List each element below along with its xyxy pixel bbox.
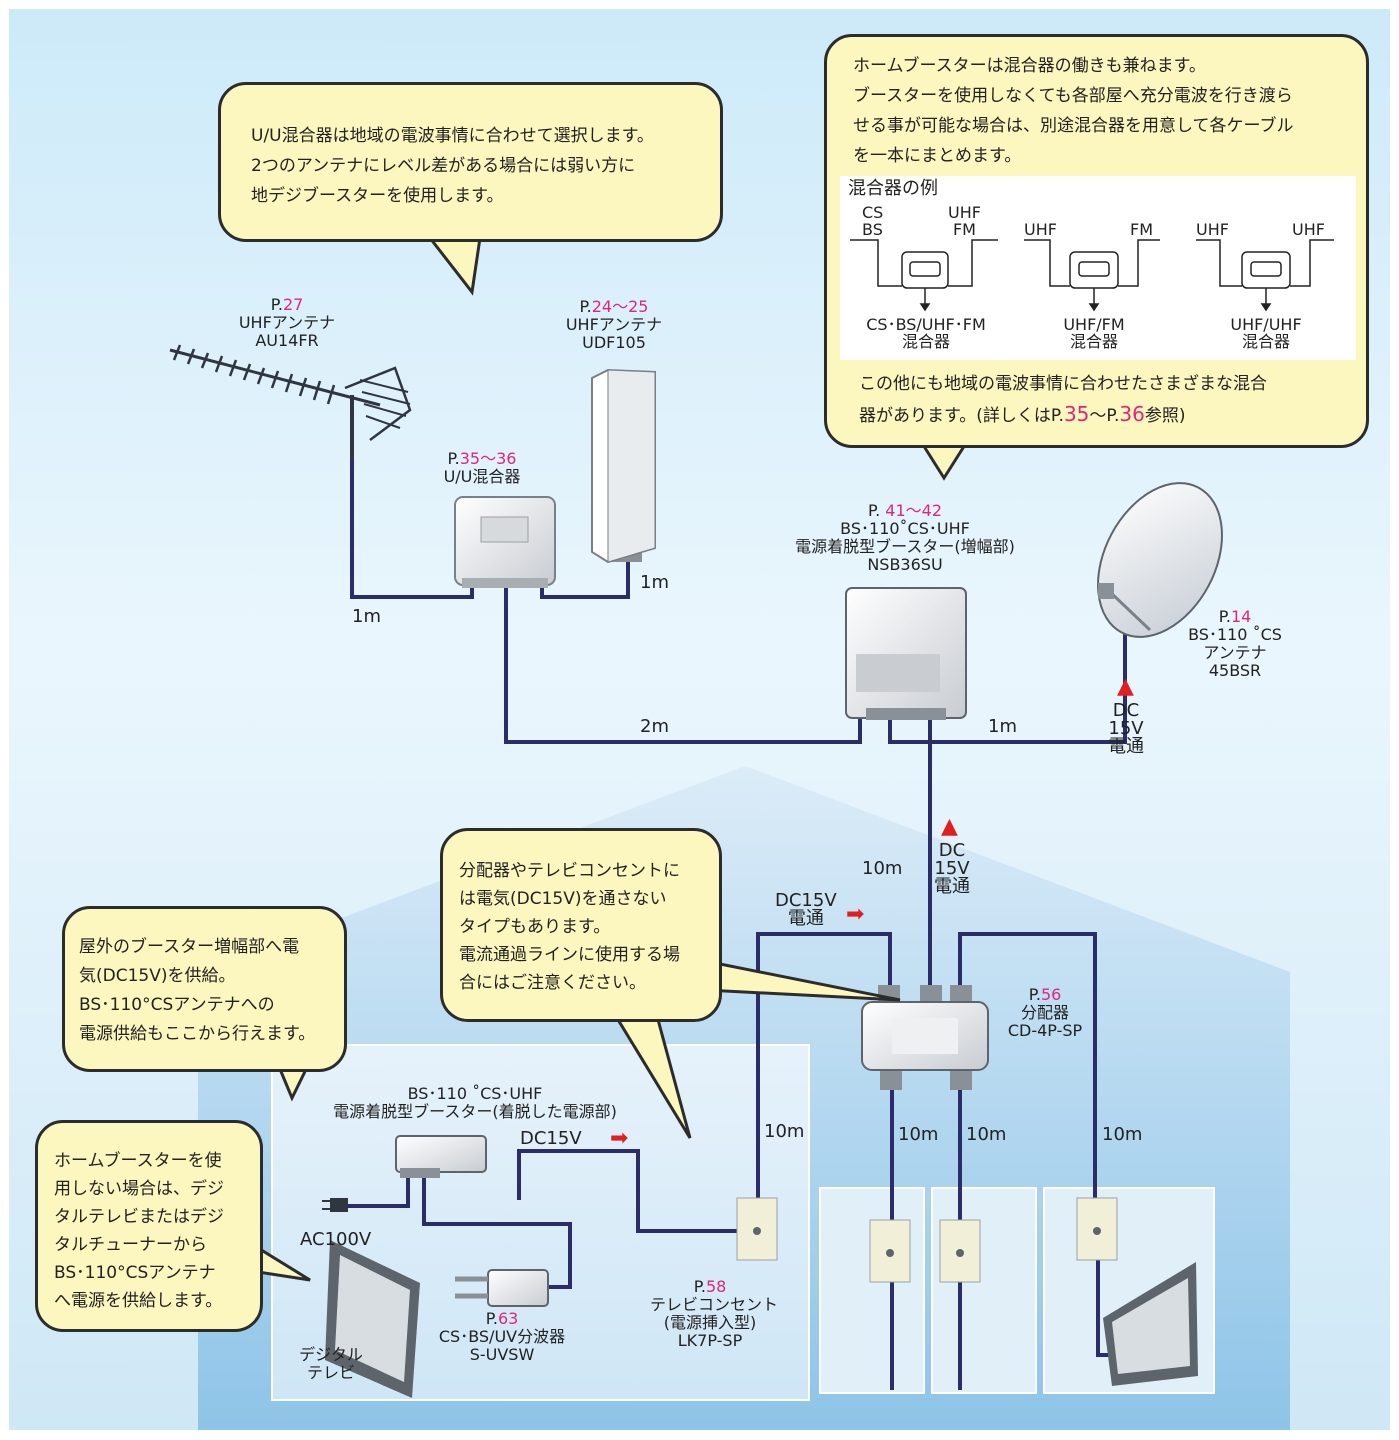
splitter-cd4psp-graphic [861,985,989,1090]
power-unit-graphic [322,1135,487,1212]
no-booster-callout: ホームブースターを使 用しない場合は、デジ タルテレビまたはデジ タルチューナー… [35,1120,263,1332]
cable-mixer-booster [504,585,862,744]
cable-length-2: 1m [640,572,669,593]
arrow-right-icon: ➡ [846,902,865,927]
label-digital-tv: デジタルテレビ [299,1345,363,1382]
cable-ac [338,1177,410,1208]
arrow-up-icon: ▲ [1117,674,1134,699]
uv-splitter-graphic [455,1269,549,1307]
cable-power-outlet [517,1149,740,1233]
cable-length-6: 10m [764,1121,805,1142]
arrow-up-icon: ▲ [941,814,958,839]
arrow-right-icon: ➡ [610,1126,629,1151]
cable-length-3: 2m [640,716,669,737]
cable-length-7: 10m [898,1124,939,1145]
mixer-examples-graphics [850,239,1334,312]
room-1 [819,1187,925,1394]
cable-splitter-outlet [756,932,892,1198]
uhf-antenna-udf105-graphic [591,368,656,564]
digital-tv-graphic [325,1240,420,1398]
mixer-examples-title: 混合器の例 [848,178,938,199]
cable-length-9: 10m [1102,1124,1143,1145]
label-uu-mixer: P.35〜36 U/U混合器 [443,449,521,486]
booster-nsb36su-graphic [845,587,967,720]
label-outlet: P.58 テレビコンセント(電源挿入型)LK7P-SP [650,1277,779,1350]
cable-length-4: 1m [988,716,1017,737]
bs-antenna-45bsr-graphic [1097,482,1223,638]
dc-label-power: DC15V [520,1128,582,1149]
cable-length-1: 1m [352,606,381,627]
ex3-in-left: UHF [1196,220,1229,239]
home-booster-note-2: 器があります。(詳しくはP.35〜P.36参照) [859,402,1186,426]
ex2-in-left: UHF [1024,220,1057,239]
ex2-in-right: FM [1130,220,1154,239]
power-supply-callout: 屋外のブースター増幅部へ電 気(DC15V)を供給。 BS･110°CSアンテナ… [62,906,347,1072]
uu-mixer-graphic [454,496,556,588]
label-ac100v: AC100V [300,1229,372,1250]
room3-tv-graphic [1103,1262,1198,1386]
cable-length-5: 10m [862,858,903,879]
uu-mixer-callout: U/U混合器は地域の電波事情に合わせて選択します。 2つのアンテナにレベル差があ… [218,82,723,242]
cable-booster-bs [888,620,1127,744]
cable-splitter-room3 [958,932,1097,1198]
cable-antenna2-mixer [540,560,630,599]
wall-outlets-graphic [736,1197,1118,1283]
room-2 [931,1187,1037,1394]
cable-length-8: 10m [966,1124,1007,1145]
ex3-in-right: UHF [1292,220,1325,239]
splitter-note-callout: 分配器やテレビコンセントに は電気(DC15V)を通さない タイプもあります。 … [440,828,722,1022]
cable-antenna1-mixer [350,415,474,599]
uhf-antenna-au14fr-graphic [169,344,412,460]
cable-power-uvsplitter [422,1177,572,1289]
